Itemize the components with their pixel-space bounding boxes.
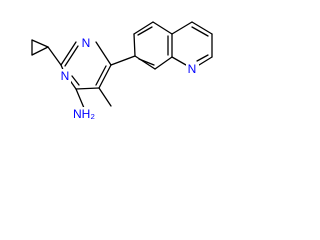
bond-c5-c4 xyxy=(75,87,100,90)
bond-q4a-q4 xyxy=(171,21,193,35)
bond-q5-q6 xyxy=(133,21,154,35)
bond-cyclopropyl-a xyxy=(31,39,49,48)
bond-q4-q3-inner xyxy=(191,26,209,37)
bond-cyclopropyl-c xyxy=(31,46,49,56)
bond-c6-c5-inner xyxy=(95,65,107,86)
pyrimidine-n-bottom-label: N xyxy=(61,69,70,83)
bond-q4-q3 xyxy=(191,21,213,35)
bond-c4-amine xyxy=(75,88,85,109)
bonds xyxy=(31,21,213,109)
pyrimidine-n-top-label: N xyxy=(82,36,91,50)
chemical-structure-diagram: N N N NH₂ xyxy=(31,21,213,122)
bond-n1-q8a xyxy=(171,56,187,66)
bond-c6-quinoline xyxy=(110,55,136,66)
bond-cyclopropyl-to-c2 xyxy=(47,46,62,66)
bond-q2-n1 xyxy=(198,56,213,66)
amine-label: NH₂ xyxy=(73,107,95,121)
bond-q7-q8-inner xyxy=(138,58,155,66)
bond-q6-q7 xyxy=(133,33,136,57)
bond-c2-n-top xyxy=(60,41,77,66)
bond-q5-q6-inner xyxy=(137,26,153,36)
bond-q7-q8 xyxy=(134,55,156,70)
bond-c6-c5 xyxy=(98,64,112,89)
bond-c2-n-top-inner xyxy=(64,45,79,67)
bond-q2-n1-inner xyxy=(196,54,209,62)
bond-c4-n-bottom-inner xyxy=(71,75,80,86)
quinoline-n-label: N xyxy=(188,62,197,76)
bond-n-top-c6 xyxy=(95,41,112,66)
bond-c5-methyl xyxy=(98,87,112,107)
bond-q4a-q5 xyxy=(152,21,173,35)
atom-labels: N N N NH₂ xyxy=(59,36,199,122)
bond-q8-q8a xyxy=(154,56,173,70)
